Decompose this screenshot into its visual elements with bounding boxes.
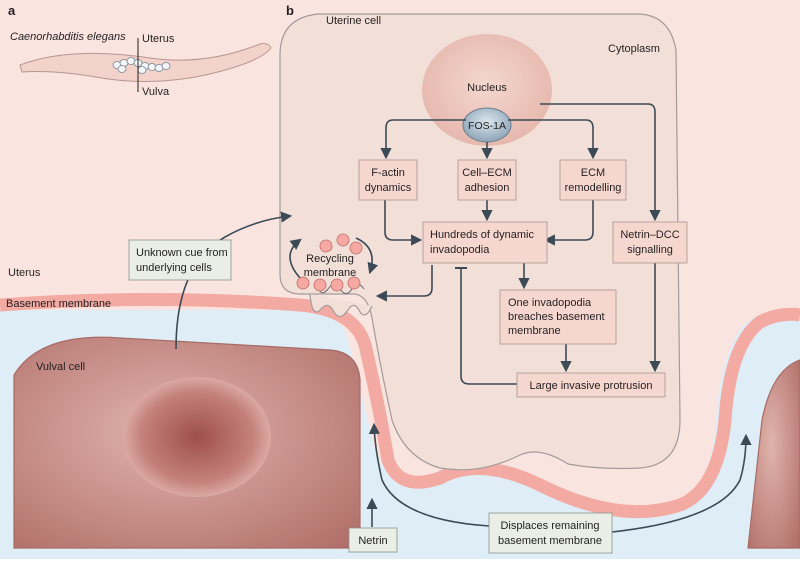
invadopodia-line-1: Hundreds of dynamic [430, 229, 534, 241]
recycling-line-2: membrane [304, 267, 357, 279]
cytoplasm-label: Cytoplasm [608, 43, 660, 55]
adhesion-box [457, 159, 517, 201]
unknown-cue-line-2: underlying cells [136, 262, 212, 274]
panel-b-label: b [286, 3, 294, 18]
arrow-remodelling-invadopodia [543, 200, 594, 246]
arrow-factin-invadopodia [384, 200, 423, 246]
uterus-label: Uterus [8, 267, 41, 279]
organism-name: Caenorhabditis elegans [10, 31, 126, 43]
netrin-dcc-line-2: signalling [627, 244, 673, 256]
arrow-recycling-cycle-2 [289, 238, 302, 279]
factin-line-2: dynamics [365, 182, 412, 194]
worm-vulva-label: Vulva [142, 86, 170, 98]
arrow-unknown-cue [175, 211, 293, 350]
breach-line-1: One invadopodia [508, 297, 592, 309]
factin-line-1: F-actin [371, 167, 405, 179]
signalling-arrows [175, 103, 752, 533]
remodelling-box [559, 159, 627, 201]
invadopodia-line-2: invadopodia [430, 244, 490, 256]
arrow-displaces-right [611, 433, 752, 533]
unknown-cue-line-1: Unknown cue from [136, 247, 228, 259]
arrow-fos-factin [380, 119, 466, 160]
protrusion-box [516, 372, 666, 398]
displaces-box [488, 512, 613, 554]
nucleus-label: Nucleus [467, 82, 507, 94]
invadopodia-box [422, 221, 548, 264]
adhesion-line-1: Cell–ECM [462, 167, 512, 179]
netrin-dcc-line-1: Netrin–DCC [620, 229, 679, 241]
worm-uterus-label: Uterus [142, 33, 175, 45]
protrusion-label: Large invasive protrusion [530, 380, 653, 392]
panel-a-label: a [8, 3, 16, 18]
arrow-recycling-cycle-1 [355, 237, 379, 275]
displaces-line-1: Displaces remaining [500, 520, 599, 532]
recycling-line-1: Recycling [306, 253, 354, 265]
arrow-invadopodia-recycling [375, 265, 433, 302]
nucleus [422, 34, 552, 146]
netrin-dcc-box [612, 221, 688, 264]
remodelling-line-2: remodelling [565, 182, 622, 194]
unknown-cue-box [128, 239, 232, 281]
factin-box [358, 159, 418, 201]
arrow-fos-remodelling [508, 119, 599, 160]
breach-line-3: membrane [508, 325, 561, 337]
recycling-vesicles [296, 233, 363, 292]
basement-membrane-label: Basement membrane [6, 298, 111, 310]
vulval-nucleus [123, 377, 271, 497]
worm-eggs [112, 57, 171, 74]
inhibition-protrusion-invadopodia [460, 268, 517, 385]
vulval-cell-right [747, 359, 800, 549]
fos-1a-label: FOS-1A [468, 120, 506, 132]
arrow-nucleus-netrin-dcc [540, 103, 661, 222]
uterine-cell-label: Uterine cell [326, 15, 381, 27]
breach-box [499, 289, 617, 345]
adhesion-line-2: adhesion [465, 182, 510, 194]
node-boxes [128, 159, 688, 554]
netrin-label: Netrin [358, 535, 387, 547]
arrow-displaces-left [368, 422, 490, 527]
invadopodia-fingers [309, 293, 373, 318]
breach-line-2: breaches basement [508, 311, 605, 323]
displaces-line-2: basement membrane [498, 535, 602, 547]
vulval-cell-label: Vulval cell [36, 361, 85, 373]
remodelling-line-1: ECM [581, 167, 605, 179]
netrin-box [348, 527, 398, 553]
